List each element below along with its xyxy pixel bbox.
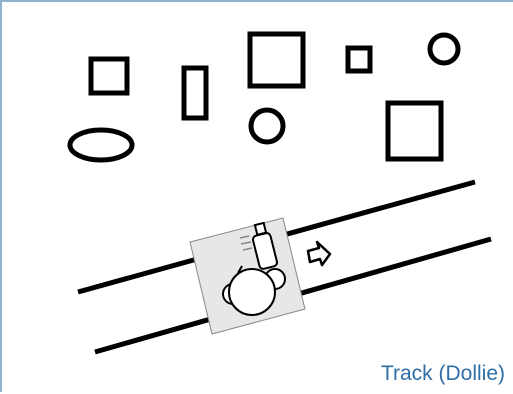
square-shape: [250, 34, 303, 86]
rectangle-shape: [184, 68, 206, 118]
square-shape: [348, 48, 370, 71]
circle-shape: [251, 110, 283, 142]
diagram-caption: Track (Dollie): [381, 362, 505, 386]
direction-arrow-icon: [308, 242, 330, 265]
square-shape: [91, 59, 127, 93]
square-shape: [388, 103, 441, 159]
ellipse-shape: [70, 130, 132, 160]
circle-shape: [430, 35, 458, 63]
